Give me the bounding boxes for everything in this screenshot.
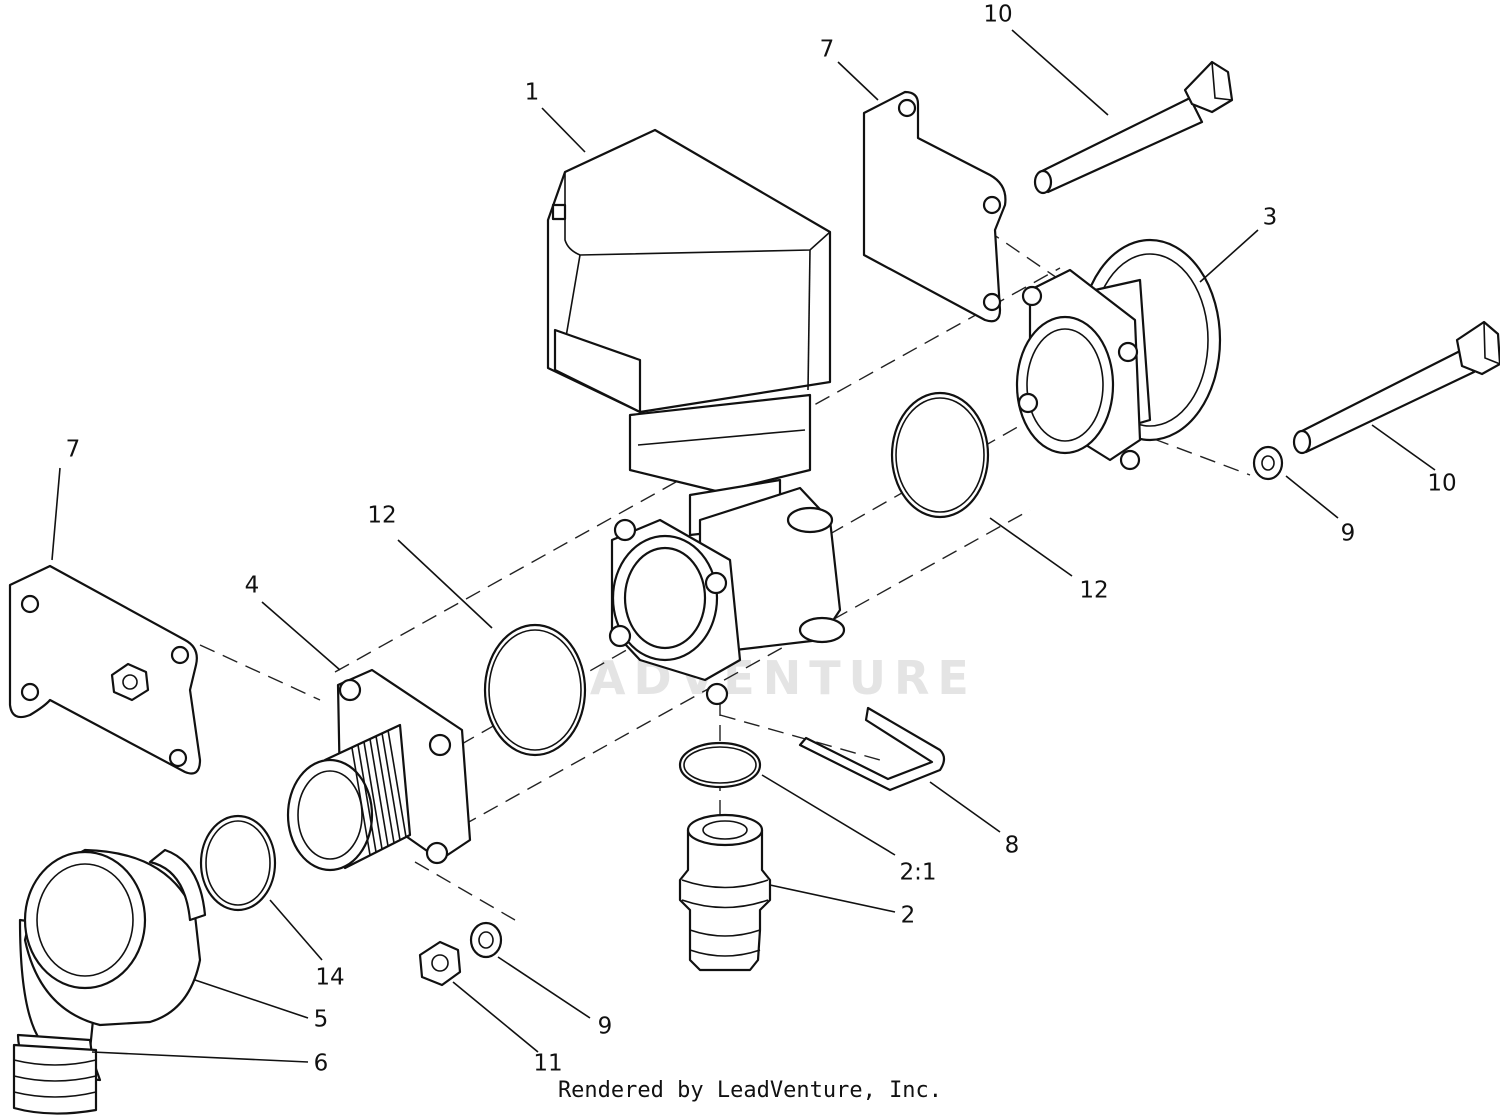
callout-7-upper: 7 [820, 37, 835, 63]
callout-4: 4 [245, 573, 260, 599]
callout-2: 2 [901, 903, 916, 929]
callout-10-upper: 10 [983, 2, 1012, 28]
callout-9-lower: 9 [598, 1014, 613, 1040]
callout-12-left: 12 [367, 503, 396, 529]
end-fitting-flange [1015, 238, 1222, 471]
mounting-bracket-left [8, 564, 202, 775]
callout-6: 6 [314, 1051, 329, 1077]
callout-11: 11 [533, 1051, 562, 1077]
callout-labels: 1 7 10 3 10 9 12 7 4 12 8 2:1 2 14 5 6 9… [66, 2, 1457, 1077]
retaining-pin [798, 706, 946, 792]
mounting-bracket-upper [862, 90, 1007, 323]
bolt-upper [1033, 60, 1234, 195]
threaded-fitting [286, 668, 472, 872]
o-ring-fitting [199, 814, 277, 912]
hex-nut [418, 940, 462, 987]
callout-8: 8 [1005, 833, 1020, 859]
render-credit: Rendered by LeadVenture, Inc. [557, 1078, 943, 1103]
o-ring-small [678, 741, 762, 789]
callout-1: 1 [525, 80, 540, 106]
callout-7-left: 7 [66, 437, 81, 463]
elbow-fitting [12, 848, 207, 1115]
callout-10-lower: 10 [1427, 471, 1456, 497]
washer-lower [469, 921, 503, 959]
leader-lines [51, 29, 1436, 1063]
callout-3: 3 [1263, 205, 1278, 231]
callout-14: 14 [315, 965, 344, 991]
callout-2-1: 2:1 [899, 860, 936, 886]
callout-12-right: 12 [1079, 578, 1108, 604]
callout-5: 5 [314, 1007, 329, 1033]
bolt-lower [1292, 320, 1500, 455]
o-ring-right [890, 391, 990, 519]
o-ring-left [483, 623, 587, 757]
valve-actuator [546, 128, 832, 537]
callout-9-right: 9 [1341, 521, 1356, 547]
hose-barb [678, 813, 772, 972]
washer-right [1252, 445, 1284, 481]
valve-body [608, 486, 846, 706]
